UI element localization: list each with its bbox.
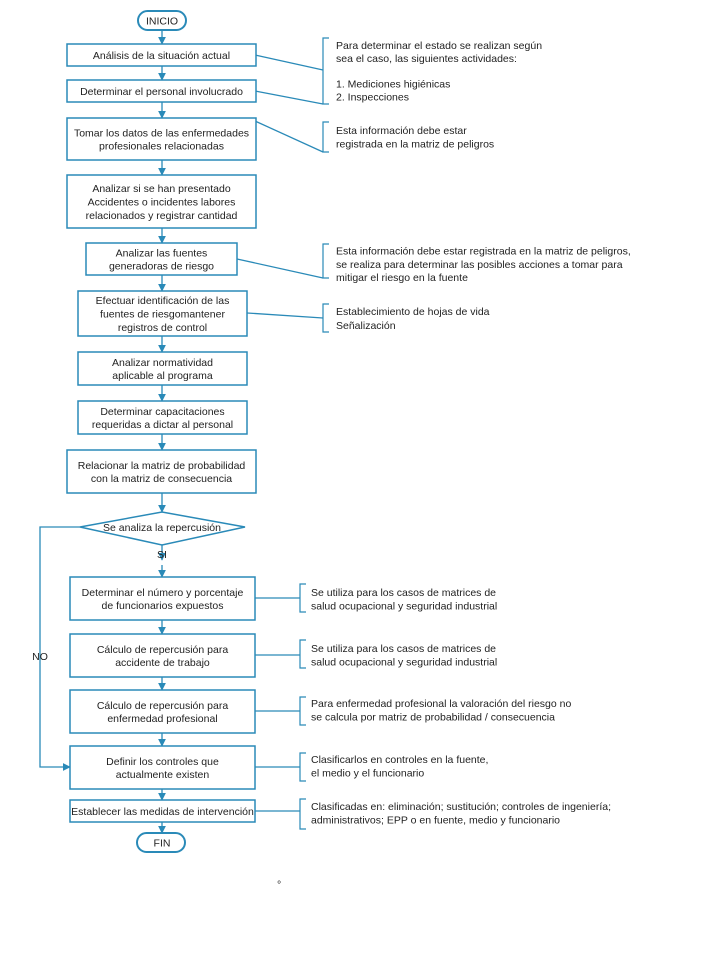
end-terminal (136, 832, 186, 853)
process-step-s4-line: relacionados y registrar cantidad (86, 210, 238, 222)
process-step-s12 (69, 689, 256, 734)
note-connector-s3-n2 (254, 120, 324, 153)
no-label-line: NO (32, 651, 48, 663)
note-n9-line: administrativos; EPP o en fuente, medio … (311, 815, 560, 827)
process-step-s5-line: generadoras de riesgo (109, 260, 214, 272)
process-step-s14-line: Establecer las medidas de intervención (71, 806, 254, 818)
process-step-s13-line: Definir los controles que (106, 756, 219, 768)
process-step-s7-line: aplicable al programa (112, 370, 213, 382)
process-step-s3 (66, 117, 257, 161)
process-step-s2-line: Determinar el personal involucrado (80, 86, 243, 98)
process-step-s8 (77, 400, 248, 435)
note-n1-line: 2. Inspecciones (336, 91, 409, 103)
note-bracket-n3 (322, 243, 329, 279)
process-step-s6-line: Efectuar identificación de las (96, 295, 230, 307)
note-n5-line: salud ocupacional y seguridad industrial (311, 601, 497, 613)
note-n4-line: Establecimiento de hojas de vida (336, 306, 490, 318)
note-bracket-n8 (299, 752, 306, 782)
stray-mark: ° (277, 879, 281, 891)
process-step-s3-line: profesionales relacionadas (99, 140, 224, 152)
note-bracket-n6 (299, 639, 306, 669)
note-n2-line: Esta información debe estar (336, 125, 467, 137)
note-bracket-n5 (299, 583, 306, 613)
process-step-s7-line: Analizar normatividad (112, 357, 213, 369)
note-connector-s1-n1 (254, 54, 324, 71)
process-step-s13-line: actualmente existen (116, 769, 210, 781)
note-bracket-n2 (322, 121, 329, 153)
yes-label-line: SI (157, 549, 167, 561)
decision-diamond (79, 511, 246, 546)
process-step-s11 (69, 633, 256, 678)
note-bracket-n9 (299, 798, 306, 830)
process-step-s4 (66, 174, 257, 229)
note-n3-line: mitigar el riesgo en la fuente (336, 272, 468, 284)
process-step-s1 (66, 43, 257, 67)
note-n1-line: 1. Mediciones higiénicas (336, 79, 450, 91)
process-step-s2 (66, 79, 257, 103)
process-step-s10 (69, 576, 256, 621)
process-step-s10-line: de funcionarios expuestos (102, 600, 224, 612)
note-n1-line: sea el caso, las siguientes actividades: (336, 53, 517, 65)
process-step-s4-line: Accidentes o incidentes labores (88, 196, 236, 208)
note-connector-s5-n3 (236, 258, 324, 279)
process-step-s1-line: Análisis de la situación actual (93, 50, 230, 62)
process-step-s5 (85, 242, 238, 276)
process-step-s7 (77, 351, 248, 386)
process-step-s8-line: requeridas a dictar al personal (92, 419, 233, 431)
note-n8-line: el medio y el funcionario (311, 768, 424, 780)
process-step-s6 (77, 290, 248, 337)
note-n6-line: Se utiliza para los casos de matrices de (311, 643, 496, 655)
process-step-s10-line: Determinar el número y porcentaje (82, 587, 244, 599)
note-connector-s6-n4 (246, 312, 324, 319)
process-step-s3-line: Tomar los datos de las enfermedades (74, 127, 249, 139)
process-step-s9 (66, 449, 257, 494)
process-step-s12-line: enfermedad profesional (107, 713, 217, 725)
note-n8-line: Clasificarlos en controles en la fuente, (311, 754, 488, 766)
process-step-s12-line: Cálculo de repercusión para (97, 700, 228, 712)
start-terminal-label-line: INICIO (146, 15, 178, 27)
process-step-s8-line: Determinar capacitaciones (100, 406, 224, 418)
process-step-s6-line: fuentes de riesgomantener (100, 308, 225, 320)
note-n2-line: registrada en la matriz de peligros (336, 139, 494, 151)
note-n7-line: se calcula por matriz de probabilidad / … (311, 712, 555, 724)
process-step-s5-line: Analizar las fuentes (116, 247, 208, 259)
decision-label-line: Se analiza la repercusión (103, 522, 221, 534)
no-branch-arrow (39, 526, 80, 771)
process-step-s9-line: con la matriz de consecuencia (91, 473, 232, 485)
note-bracket-n4 (322, 303, 329, 333)
end-terminal-label-line: FIN (154, 837, 171, 849)
note-n1-line: Para determinar el estado se realizan se… (336, 40, 542, 52)
note-n4-line: Señalización (336, 320, 396, 332)
note-n7-line: Para enfermedad profesional la valoració… (311, 698, 571, 710)
note-bracket-n1 (322, 37, 329, 105)
note-n3-line: se realiza para determinar las posibles … (336, 259, 623, 271)
note-connector-s2-n1 (254, 90, 324, 105)
note-n5-line: Se utiliza para los casos de matrices de (311, 587, 496, 599)
note-n6-line: salud ocupacional y seguridad industrial (311, 657, 497, 669)
process-step-s11-line: Cálculo de repercusión para (97, 644, 228, 656)
process-step-s11-line: accidente de trabajo (115, 657, 210, 669)
note-n3-line: Esta información debe estar registrada e… (336, 246, 631, 258)
process-step-s13 (69, 745, 256, 790)
start-terminal (137, 10, 187, 31)
note-bracket-n7 (299, 696, 306, 726)
process-step-s6-line: registros de control (118, 322, 207, 334)
process-step-s14 (69, 799, 256, 823)
note-n9-line: Clasificadas en: eliminación; sustitució… (311, 801, 611, 813)
process-step-s9-line: Relacionar la matriz de probabilidad (78, 460, 246, 472)
process-step-s4-line: Analizar si se han presentado (92, 183, 230, 195)
